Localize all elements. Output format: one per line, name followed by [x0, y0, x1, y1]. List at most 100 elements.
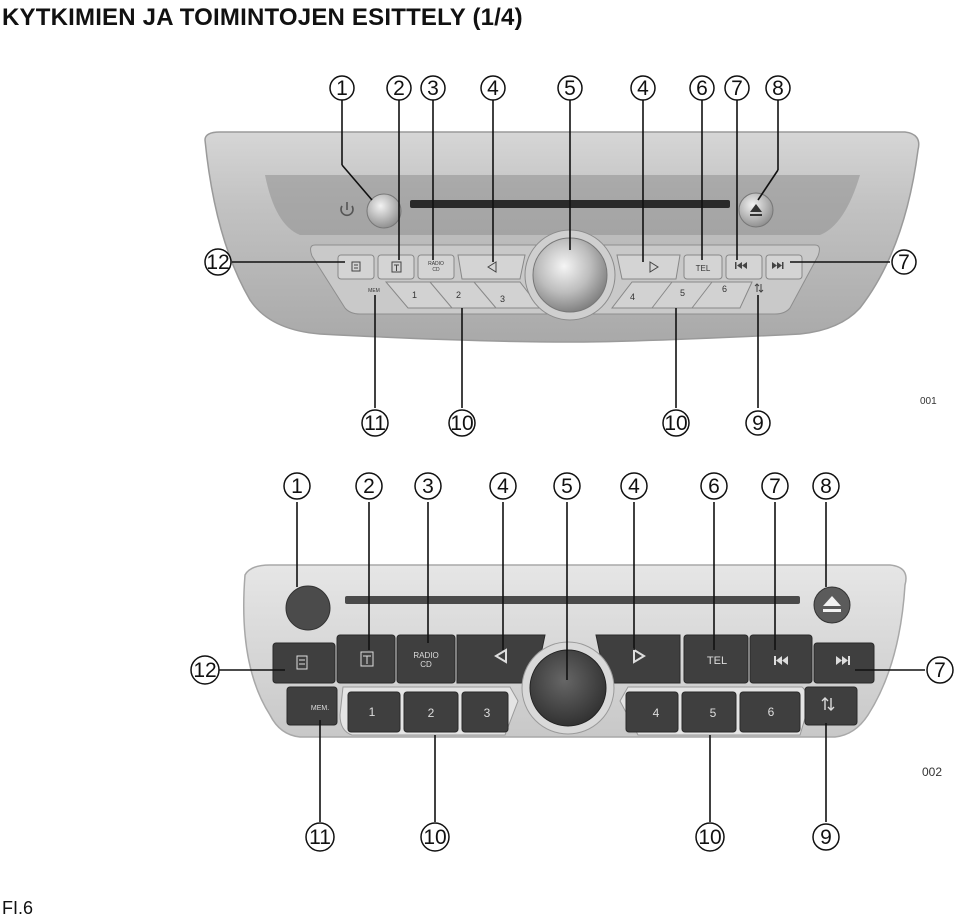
- volume-knob[interactable]: [529, 649, 607, 727]
- arrow-left-icon: [494, 648, 507, 664]
- preset-3: 3: [484, 706, 491, 720]
- radio-cd-button[interactable]: [417, 254, 455, 280]
- list-icon: [351, 261, 361, 272]
- svg-text:5: 5: [564, 77, 576, 100]
- callout-11: 11: [361, 409, 389, 437]
- mem-label: MEM.: [311, 705, 329, 712]
- callout-2: 2: [355, 472, 383, 500]
- svg-text:8: 8: [772, 77, 784, 100]
- preset-5: 5: [710, 706, 717, 720]
- power-knob[interactable]: [366, 193, 402, 229]
- next-track-button[interactable]: [765, 254, 803, 280]
- callout-12: 12: [204, 248, 232, 276]
- radio-cd-label-line1: RADIO: [428, 261, 444, 267]
- figure-code-002: 002: [922, 765, 942, 779]
- svg-text:6: 6: [696, 77, 708, 100]
- callout-10: 10: [420, 822, 450, 852]
- previous-track-button[interactable]: [725, 254, 763, 280]
- svg-text:4: 4: [637, 77, 649, 100]
- callout-4b: 4: [620, 472, 648, 500]
- svg-text:1: 1: [336, 77, 348, 100]
- text-button[interactable]: [336, 634, 396, 684]
- callout-10b: 10: [662, 409, 690, 437]
- callouts-bottom-001: 11 10 10 9: [361, 409, 771, 437]
- callout-8: 8: [812, 472, 840, 500]
- tel-label: TEL: [696, 264, 711, 273]
- callout-7: 7: [724, 75, 750, 101]
- callout-4: 4: [480, 75, 506, 101]
- svg-text:5: 5: [561, 475, 573, 498]
- preset-6[interactable]: 6: [722, 284, 727, 294]
- list-button[interactable]: [337, 254, 375, 280]
- radio-cd-label-line2: CD: [420, 660, 432, 669]
- preset-1[interactable]: 1: [412, 290, 417, 300]
- callout-5: 5: [557, 75, 583, 101]
- callout-6: 6: [700, 472, 728, 500]
- svg-text:3: 3: [422, 475, 434, 498]
- seek-right-button[interactable]: [616, 254, 681, 280]
- svg-text:2: 2: [393, 77, 405, 100]
- svg-text:8: 8: [820, 475, 832, 498]
- skip-next-icon: [772, 262, 784, 269]
- page-number: FI.6: [2, 898, 34, 918]
- svg-text:7: 7: [769, 475, 781, 498]
- power-knob[interactable]: [285, 585, 331, 631]
- preset-3-button[interactable]: [461, 691, 509, 733]
- svg-text:10: 10: [698, 826, 721, 849]
- svg-text:4: 4: [487, 77, 499, 100]
- preset-6-button[interactable]: [739, 691, 801, 733]
- page-title: KYTKIMIEN JA TOIMINTOJEN ESITTELY (1/4): [2, 4, 523, 31]
- svg-text:10: 10: [423, 826, 446, 849]
- radio-panel-figure-001: RADIO CD TEL MEM 1 2 3 4 5 6: [204, 75, 937, 437]
- callout-8: 8: [765, 75, 791, 101]
- mem-label: MEM: [368, 288, 380, 294]
- svg-text:3: 3: [427, 77, 439, 100]
- svg-text:11: 11: [364, 412, 386, 435]
- seek-left-button[interactable]: [457, 254, 526, 280]
- callout-7: 7: [761, 472, 789, 500]
- skip-next-icon: [836, 656, 850, 665]
- preset-5[interactable]: 5: [680, 288, 685, 298]
- callout-6: 6: [689, 75, 715, 101]
- tel-button[interactable]: [683, 254, 723, 280]
- callout-9: 9: [812, 823, 840, 851]
- eject-icon: [823, 596, 841, 612]
- svg-text:4: 4: [497, 475, 509, 498]
- svg-text:11: 11: [309, 826, 331, 849]
- callout-12: 12: [190, 655, 220, 685]
- callout-11: 11: [305, 822, 335, 852]
- preset-2[interactable]: 2: [456, 290, 461, 300]
- preset-3[interactable]: 3: [500, 294, 505, 304]
- svg-text:10: 10: [450, 412, 473, 435]
- svg-text:4: 4: [628, 475, 640, 498]
- callouts-top-002: 1 2 3 4 5 4 6 7 8: [283, 472, 840, 500]
- preset-1-button[interactable]: [347, 691, 401, 733]
- callout-5: 5: [553, 472, 581, 500]
- callout-10b: 10: [695, 822, 725, 852]
- list-button[interactable]: [272, 642, 336, 684]
- callout-7-right: 7: [926, 656, 954, 684]
- figure-code-001: 001: [920, 396, 937, 407]
- preset-5-button[interactable]: [681, 691, 737, 733]
- callout-3: 3: [420, 75, 446, 101]
- preset-4[interactable]: 4: [630, 292, 635, 302]
- preset-2: 2: [428, 706, 435, 720]
- svg-text:1: 1: [291, 475, 303, 498]
- preset-4-button[interactable]: [625, 691, 679, 733]
- mem-button[interactable]: [286, 686, 338, 726]
- callout-10: 10: [448, 409, 476, 437]
- preset-2-button[interactable]: [403, 691, 459, 733]
- radio-cd-button[interactable]: [396, 634, 456, 684]
- callout-2: 2: [386, 75, 412, 101]
- svg-text:10: 10: [664, 412, 687, 435]
- svg-text:9: 9: [820, 826, 832, 849]
- tel-label: TEL: [707, 655, 727, 667]
- eject-icon: [750, 204, 762, 216]
- radio-cd-label-line2: CD: [432, 267, 440, 273]
- svg-text:12: 12: [193, 659, 216, 682]
- tel-button[interactable]: [683, 634, 749, 684]
- callout-1: 1: [329, 75, 355, 101]
- svg-text:2: 2: [363, 475, 375, 498]
- callout-3: 3: [414, 472, 442, 500]
- callouts-top-001: 1 2 3 4 5 4 6 7 8: [329, 75, 791, 101]
